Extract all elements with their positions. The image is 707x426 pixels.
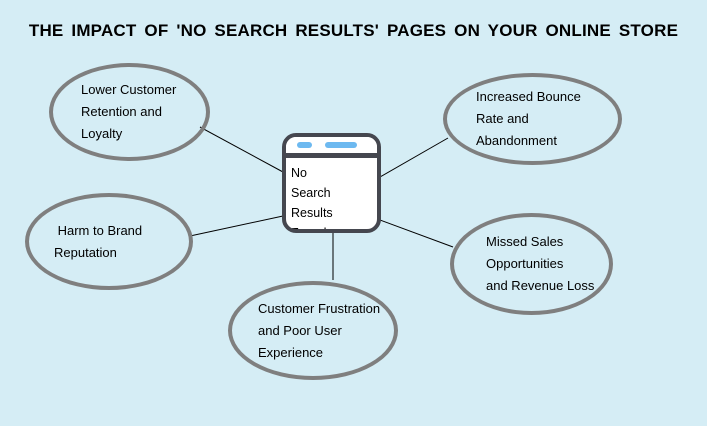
node-lower-customer-retention: Lower Customer Retention and Loyalty: [49, 63, 210, 161]
node-missed-sales: Missed Sales Opportunities and Revenue L…: [450, 213, 613, 315]
node-increased-bounce-rate: Increased Bounce Rate and Abandonment: [443, 73, 622, 165]
node-harm-to-brand: Harm to Brand Reputation: [25, 193, 193, 290]
node-label: Missed Sales Opportunities and Revenue L…: [486, 234, 595, 293]
titlebar-divider: [286, 153, 377, 158]
connector-top-left: [199, 126, 284, 173]
node-label: Customer Frustration and Poor User Exper…: [258, 300, 381, 360]
titlebar-addressbar-icon: [325, 142, 357, 148]
node-label: Lower Customer Retention and Loyalty: [81, 82, 177, 141]
node-label: Harm to Brand Reputation: [54, 222, 143, 260]
connector-middle-left: [189, 215, 284, 237]
connector-top-right: [379, 137, 449, 178]
node-label: Increased Bounce Rate and Abandonment: [476, 89, 581, 148]
connector-middle-right: [379, 219, 454, 248]
browser-window-icon: No Search Results Found: [282, 133, 381, 233]
browser-titlebar: [286, 137, 377, 153]
node-customer-frustration: Customer Frustration and Poor User Exper…: [228, 281, 398, 380]
center-node-label: No Search Results Found: [291, 166, 333, 233]
diagram-title: THE IMPACT OF 'NO SEARCH RESULTS' PAGES …: [28, 21, 679, 40]
titlebar-pill-icon: [297, 142, 312, 148]
